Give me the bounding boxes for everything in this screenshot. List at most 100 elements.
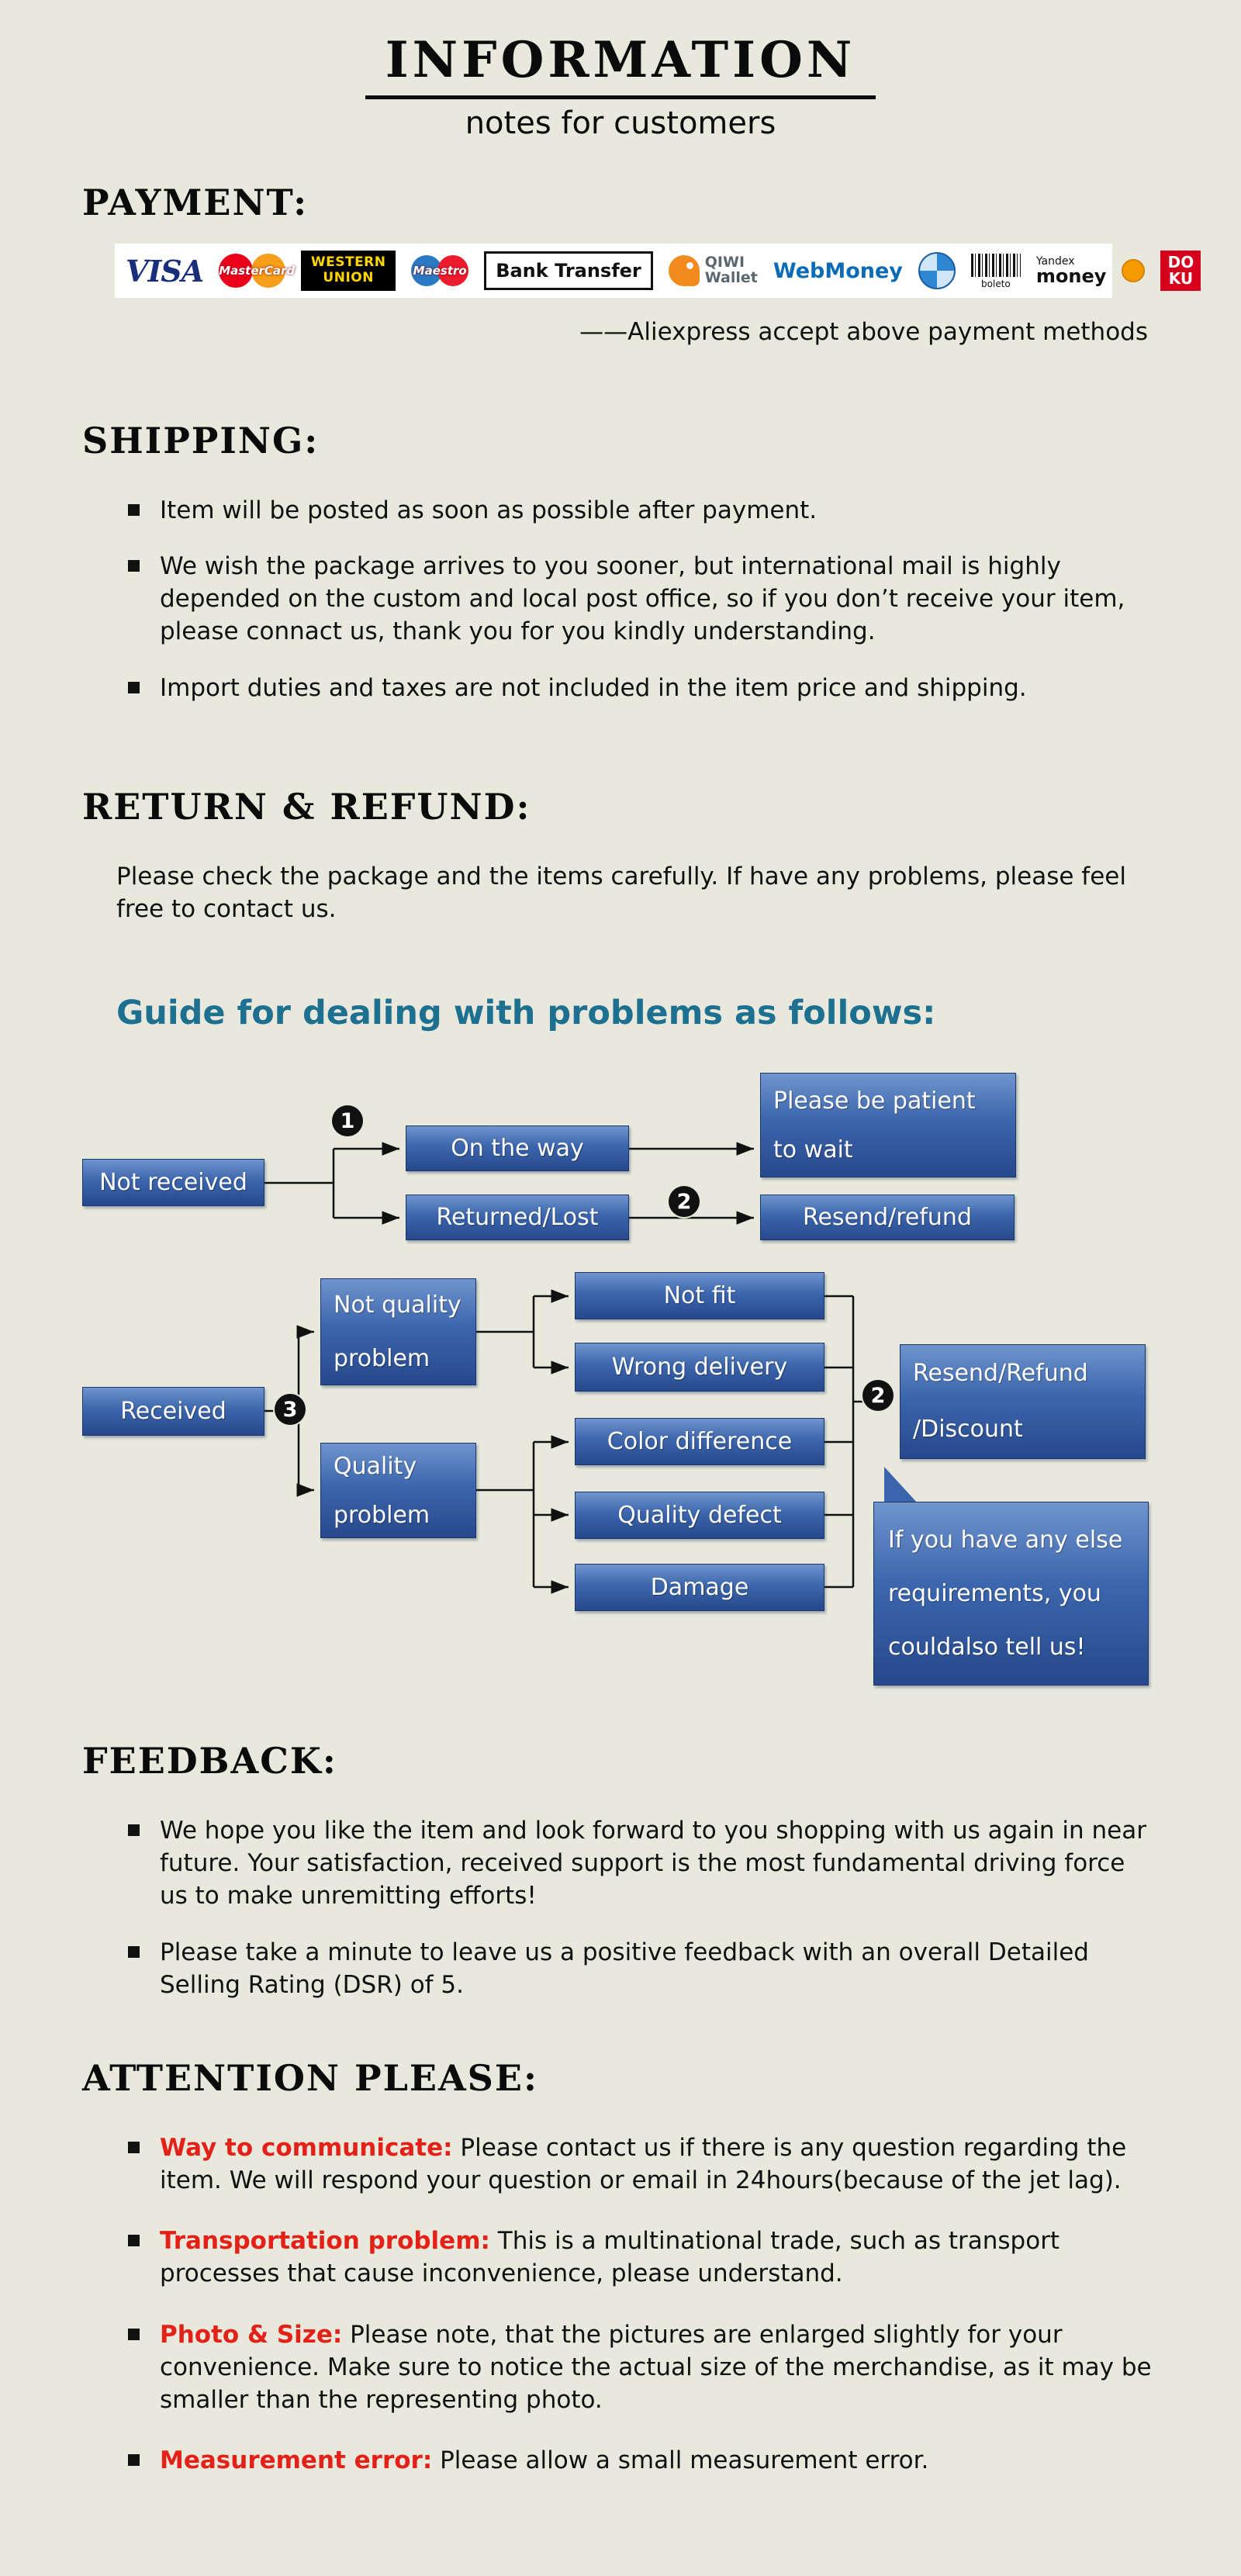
bullet-icon — [128, 2235, 140, 2247]
feedback-list: We hope you like the item and look forwa… — [128, 1814, 1160, 2001]
bullet-icon — [128, 2141, 140, 2153]
list-item-text: We hope you like the item and look forwa… — [160, 1817, 1146, 1910]
maestro-red-circle-icon — [437, 255, 469, 286]
shipping-section: SHIPPING: Item will be posted as soon as… — [0, 420, 1241, 704]
qiwi-bird-icon — [668, 255, 700, 286]
doku-line2: KU — [1168, 269, 1194, 288]
list-item: Please take a minute to leave us a posit… — [128, 1936, 1160, 2001]
maestro-blue-circle-icon — [411, 255, 443, 286]
flow-box-wrong-delivery: Wrong delivery — [575, 1343, 824, 1392]
payment-logo-western-union: WESTERN UNION — [301, 251, 396, 291]
page-header: INFORMATION notes for customers — [0, 0, 1241, 141]
guide-title: Guide for dealing with problems as follo… — [116, 994, 936, 1033]
flow-box-not-received: Not received — [82, 1159, 264, 1207]
list-item-text: Item will be posted as soon as possible … — [160, 496, 818, 524]
payment-logo-maestro: Maestro — [411, 251, 469, 291]
qiwi-line2: Wallet — [704, 269, 758, 286]
mastercard-label: MasterCard — [219, 264, 296, 278]
yandex-line2: money — [1035, 265, 1107, 287]
return-refund-heading: RETURN & REFUND: — [82, 785, 531, 828]
flow-box-returned-lost: Returned/Lost — [406, 1195, 629, 1241]
payment-logo-qiwi: QIWI Wallet — [668, 254, 758, 286]
flow-box-quality-defect: Quality defect — [575, 1492, 824, 1540]
list-item-text: Way to communicate: Please contact us if… — [160, 2132, 1160, 2197]
payment-logo-webmoney: WebMoney — [773, 258, 903, 283]
globe-icon — [918, 252, 956, 289]
western-union-line2: UNION — [323, 270, 374, 285]
attention-text: This is a multinational trade, such as t… — [160, 2227, 1060, 2288]
flow-speech-bubble: If you have any else requirements, you c… — [873, 1502, 1149, 1686]
payment-logo-visa: VISA — [126, 253, 204, 289]
payment-logo-bank-transfer: Bank Transfer — [484, 251, 653, 290]
list-item-text: We wish the package arrives to you soone… — [160, 552, 1125, 646]
shipping-heading: SHIPPING: — [82, 420, 320, 462]
attention-lead: Way to communicate: — [160, 2133, 453, 2162]
attention-section: ATTENTION PLEASE: Way to communicate: Pl… — [0, 2057, 1241, 2477]
flow-box-not-quality-problem: Not quality problem — [320, 1278, 476, 1386]
bullet-icon — [128, 504, 140, 516]
flow-box-on-the-way: On the way — [406, 1125, 629, 1172]
list-item-text: Measurement error: Please allow a small … — [160, 2444, 928, 2477]
payment-logo-yandex-money: Yandex money — [1036, 256, 1107, 285]
list-item: Import duties and taxes are not included… — [128, 672, 1160, 704]
feedback-section: FEEDBACK: We hope you like the item and … — [0, 1740, 1241, 2001]
page-title: INFORMATION — [365, 31, 876, 99]
list-item-text: Transportation problem: This is a multin… — [160, 2225, 1160, 2290]
flow-box-quality-problem: Quality problem — [320, 1443, 476, 1539]
return-refund-paragraph: Please check the package and the items c… — [116, 862, 1126, 923]
list-item-text: Import duties and taxes are not included… — [160, 673, 1027, 702]
list-item: Way to communicate: Please contact us if… — [128, 2132, 1160, 2197]
problem-flowchart: Not received On the way Returned/Lost Pl… — [0, 1065, 1241, 1697]
list-item: We hope you like the item and look forwa… — [128, 1814, 1160, 1912]
bullet-icon — [128, 2453, 140, 2466]
step-badge-2b: 2 — [862, 1380, 894, 1412]
attention-text: Please note, that the pictures are enlar… — [160, 2320, 1152, 2414]
bullet-icon — [128, 1824, 140, 1837]
attention-lead: Transportation problem: — [160, 2227, 490, 2256]
step-badge-2: 2 — [669, 1186, 700, 1218]
western-union-line1: WESTERN — [310, 254, 386, 271]
flow-box-resend-refund-discount: Resend/Refund /Discount — [900, 1344, 1146, 1460]
barcode-icon — [970, 253, 1021, 277]
feedback-heading: FEEDBACK: — [82, 1740, 337, 1782]
attention-lead: Photo & Size: — [160, 2320, 343, 2349]
mastercard-orange-circle-icon — [251, 254, 286, 288]
attention-text: Please allow a small measurement error. — [440, 2446, 929, 2474]
flow-box-be-patient: Please be patient to wait — [760, 1073, 1016, 1178]
mastercard-red-circle-icon — [219, 254, 254, 288]
flow-box-damage: Damage — [575, 1564, 824, 1612]
flow-box-resend-refund: Resend/refund — [760, 1195, 1015, 1241]
maestro-label: Maestro — [413, 264, 467, 278]
speech-pointer-icon — [884, 1467, 918, 1505]
step-badge-3: 3 — [275, 1394, 306, 1426]
doku-line1: DO — [1167, 253, 1194, 271]
list-item: Transportation problem: This is a multin… — [128, 2225, 1160, 2290]
list-item: We wish the package arrives to you soone… — [128, 550, 1160, 648]
bullet-icon — [128, 1945, 140, 1958]
list-item-text: Photo & Size: Please note, that the pict… — [160, 2318, 1160, 2416]
flow-connector-lines — [264, 1142, 894, 1594]
payment-section: PAYMENT: VISA MasterCard WESTERN UNION M… — [0, 182, 1241, 346]
payment-logo-boleto: boleto — [970, 253, 1021, 289]
flow-box-not-fit: Not fit — [575, 1272, 824, 1320]
step-badge-1: 1 — [332, 1105, 363, 1137]
payment-logo-mastercard: MasterCard — [219, 251, 296, 291]
page-subtitle: notes for customers — [465, 105, 776, 141]
flow-box-received: Received — [82, 1387, 264, 1437]
attention-text: Please contact us if there is any questi… — [160, 2133, 1127, 2195]
attention-list: Way to communicate: Please contact us if… — [128, 2132, 1160, 2477]
shipping-list: Item will be posted as soon as possible … — [128, 494, 1160, 704]
yandex-money-coin-icon — [1122, 259, 1146, 282]
boleto-label: boleto — [981, 278, 1011, 289]
list-item-text: Please take a minute to leave us a posit… — [160, 1938, 1089, 1999]
attention-lead: Measurement error: — [160, 2446, 433, 2474]
list-item: Measurement error: Please allow a small … — [128, 2444, 1160, 2477]
list-item: Item will be posted as soon as possible … — [128, 494, 1160, 527]
bullet-icon — [128, 681, 140, 693]
payment-methods-bar: VISA MasterCard WESTERN UNION Maestro Ba… — [115, 244, 1201, 298]
payment-heading: PAYMENT: — [82, 182, 309, 223]
qiwi-line1: QIWI — [704, 254, 745, 271]
attention-heading: ATTENTION PLEASE: — [82, 2056, 538, 2099]
qiwi-label: QIWI Wallet — [704, 254, 758, 286]
